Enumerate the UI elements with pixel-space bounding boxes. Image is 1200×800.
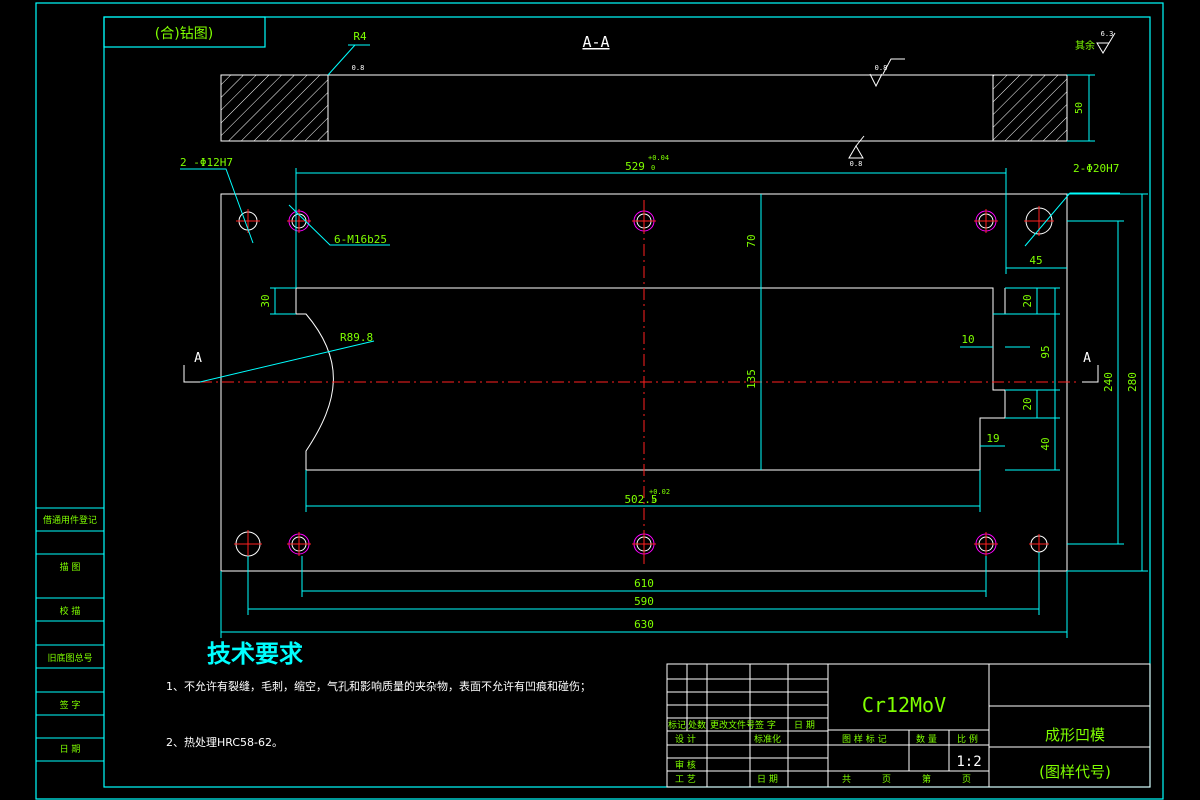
rough-top-left: 0.8: [352, 64, 365, 72]
dim-70: 70: [745, 234, 758, 247]
strip-item: 借通用件登记: [43, 514, 97, 526]
strip-item: 描 图: [60, 561, 81, 573]
dim-280: 280: [1126, 372, 1139, 392]
dim-135: 135: [745, 369, 758, 389]
sheet-label: 第: [922, 773, 931, 785]
dim-19: 19: [986, 432, 999, 445]
drawing-frame: [35, 2, 1164, 800]
tech-req-1: 1、不允许有裂缝，毛刺，缩空，气孔和影响质量的夹杂物，表面不允许有凹痕和碰伤；: [166, 679, 591, 693]
strip-item: 旧底图总号: [47, 652, 92, 664]
radius-top-label: R4: [353, 30, 367, 43]
dim-top-tol-up: +0.04: [648, 154, 669, 162]
total-label: 共: [842, 774, 851, 785]
process-label: 工 艺: [675, 774, 696, 785]
dim-bottom-inner: 502.5: [624, 493, 657, 506]
dim-hole-right: 2-Φ20H7: [1073, 162, 1119, 175]
dim-40: 40: [1039, 437, 1052, 450]
dim-630: 630: [634, 618, 654, 631]
dim-10: 10: [961, 333, 974, 346]
dim-radius: R89.8: [340, 331, 373, 344]
section-mark-right: A: [1083, 351, 1091, 366]
dim-590: 590: [634, 595, 654, 608]
dim-95: 95: [1039, 345, 1052, 358]
tech-title: 技术要求: [207, 640, 303, 668]
left-strip: [36, 507, 104, 762]
dimension-lines: [180, 168, 1148, 638]
height-50: 50: [1074, 102, 1085, 114]
page2-label: 页: [962, 774, 971, 785]
strip-item: 校 描: [60, 605, 81, 617]
dim-bottom-tol-low: 0: [652, 497, 656, 505]
rough-top-mid: 0.8: [875, 64, 888, 72]
rough-rest-label: 其余: [1075, 39, 1095, 52]
rev-header: 签 字: [755, 719, 776, 731]
dim-240: 240: [1102, 372, 1115, 392]
section-mark-left: A: [194, 351, 202, 366]
weight-label: 数 量: [916, 733, 937, 745]
rev-header: 处数: [688, 719, 706, 731]
rough-rest-value: 6.3: [1101, 30, 1114, 38]
section-marks: [183, 365, 1099, 383]
review-label: 审 核: [675, 759, 696, 771]
scale-label: 比 例: [957, 733, 978, 745]
page-label: 页: [882, 774, 891, 785]
material: Cr12MoV: [862, 693, 946, 717]
rough-bottom-mid: 0.8: [850, 160, 863, 168]
dim-top-span: 529: [625, 160, 645, 173]
part-name: 成形凹模: [1045, 726, 1105, 744]
dim-45: 45: [1029, 254, 1042, 267]
tech-req-2: 2、热处理HRC58-62。: [166, 736, 283, 749]
design-label: 设 计: [675, 733, 696, 745]
date-label: 日 期: [757, 774, 778, 785]
drawing-code: (图样代号): [1039, 763, 1111, 781]
dim-610: 610: [634, 577, 654, 590]
dim-20a: 20: [1021, 294, 1034, 307]
corner-label: (合)钻图): [155, 26, 213, 42]
rev-header: 更改文件号: [710, 719, 755, 731]
dim-thread: 6-M16b25: [334, 233, 387, 246]
dim-30: 30: [259, 294, 272, 307]
strip-item: 签 字: [60, 699, 81, 711]
rev-header: 日 期: [794, 720, 815, 731]
title-block: [666, 663, 1151, 788]
scale-value: 1:2: [956, 754, 981, 770]
rev-header: 标记: [668, 719, 686, 731]
dim-20b: 20: [1021, 397, 1034, 410]
section-title: A-A: [582, 33, 609, 51]
standard-label: 标准化: [754, 733, 781, 745]
strip-item: 日 期: [60, 744, 81, 755]
section-view: [220, 32, 1116, 159]
mark-label: 图 样 标 记: [842, 733, 887, 745]
dim-top-tol-low: 0: [651, 164, 655, 172]
dim-bottom-tol-up: +0.02: [649, 488, 670, 496]
dim-hole-left: 2 -Φ12H7: [180, 156, 233, 169]
center-lines: [200, 200, 1080, 565]
